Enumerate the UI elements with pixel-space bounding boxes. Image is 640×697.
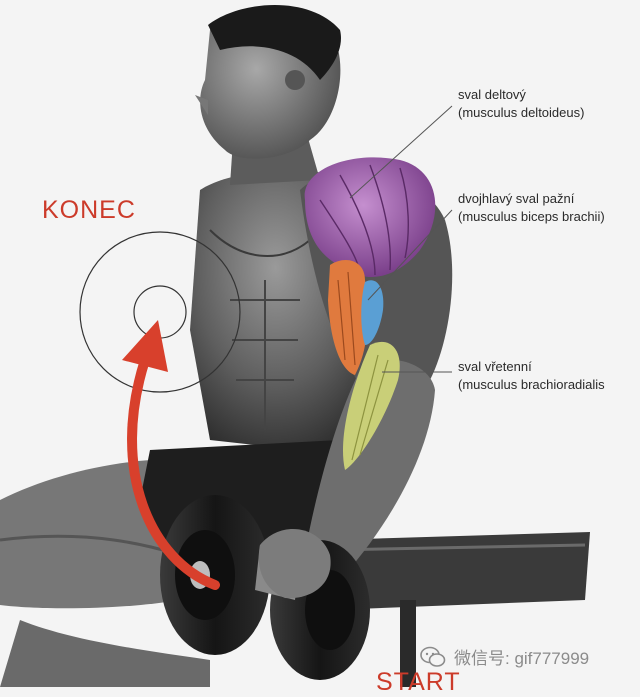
- biceps-czech-name: dvojhlavý sval pažní: [458, 191, 575, 206]
- brachioradialis-muscle: [342, 341, 400, 470]
- watermark-text: 微信号: gif777999: [454, 649, 590, 668]
- deltoid-label: sval deltový (musculus deltoideus): [458, 86, 584, 122]
- brachioradialis-czech-name: sval vřetenní: [458, 359, 532, 374]
- brachioradialis-label: sval vřetenní (musculus brachioradialis: [458, 358, 605, 394]
- start-position-label: START: [376, 668, 461, 696]
- biceps-short-head: [361, 280, 384, 345]
- forearm: [300, 359, 435, 590]
- deltoid-czech-name: sval deltový: [458, 87, 526, 102]
- deltoid-muscle: [304, 157, 436, 278]
- wechat-icon: [420, 646, 446, 667]
- head: [195, 5, 341, 185]
- motion-arrow: [122, 320, 220, 590]
- biceps-label: dvojhlavý sval pažní (musculus biceps br…: [458, 190, 605, 226]
- deltoid-latin-name: (musculus deltoideus): [458, 105, 585, 120]
- end-position-label: KONEC: [42, 196, 136, 224]
- brachioradialis-latin-name: (musculus brachioradialis: [458, 377, 605, 392]
- biceps-latin-name: (musculus biceps brachii): [458, 209, 605, 224]
- biceps-long-head: [328, 260, 368, 375]
- bench: [329, 532, 590, 687]
- watermark: 微信号: gif777999: [420, 644, 589, 669]
- leader-lines: [349, 105, 453, 373]
- hand: [258, 528, 331, 599]
